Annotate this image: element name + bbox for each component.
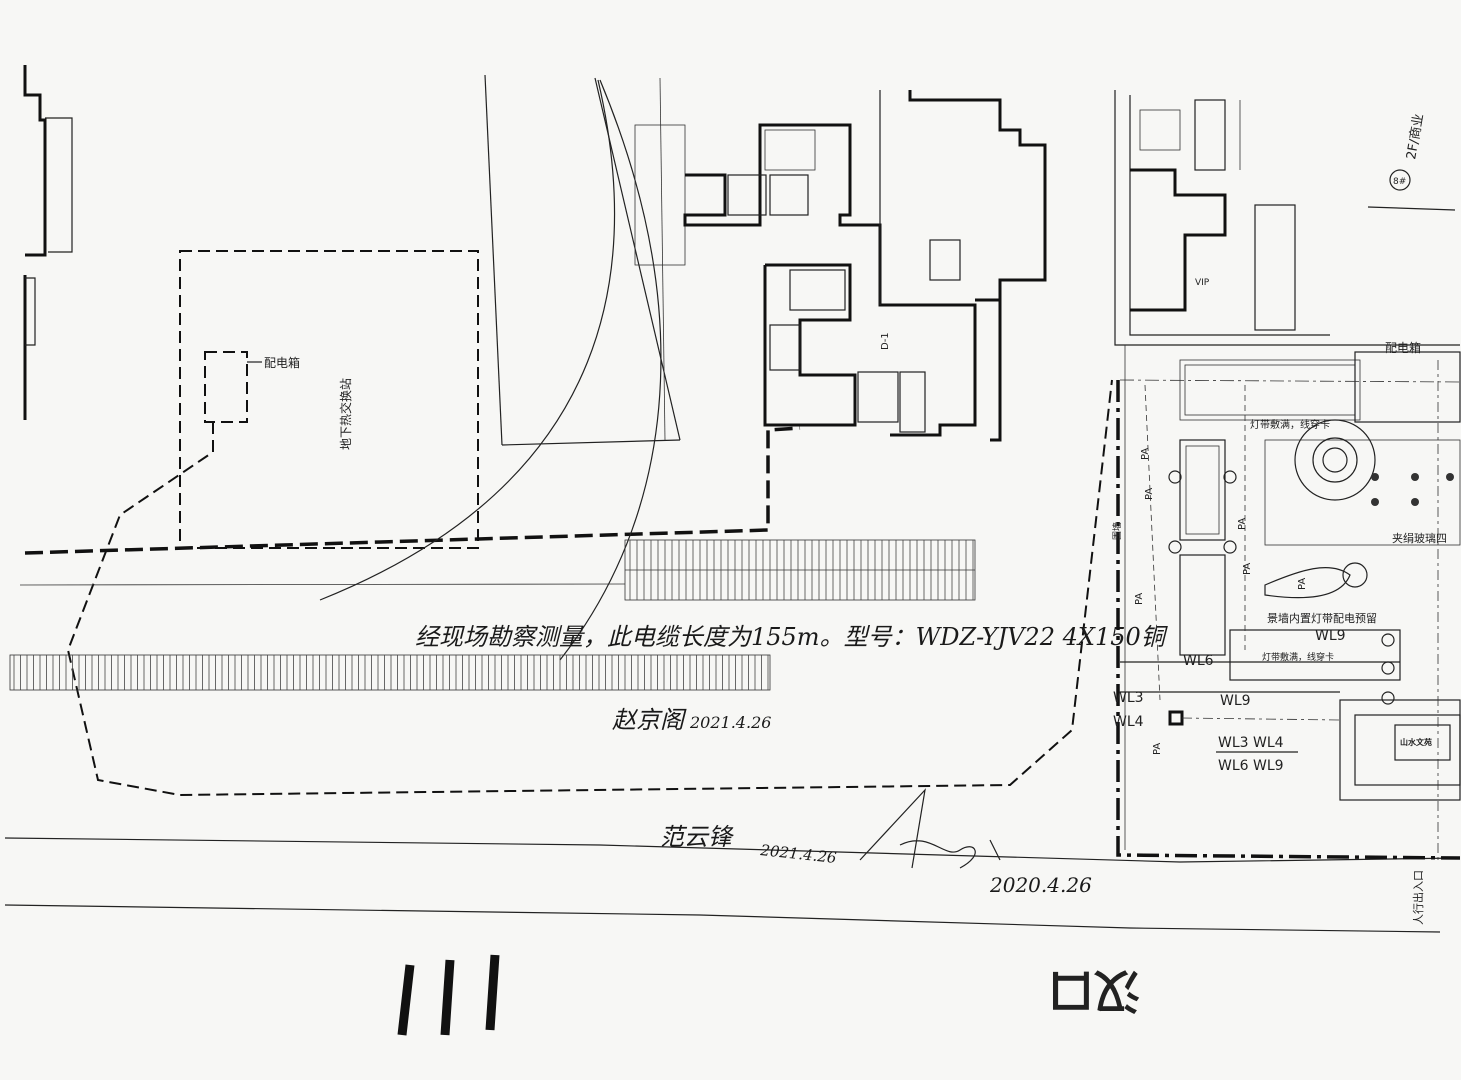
road-name-hankou: 汉口 [1048,964,1140,1018]
road-marks-111: 111 [0,0,500,1036]
wl9-top-label: WL9 [1315,628,1346,644]
heat-exchange-station: 配电箱 地下热交换站 [179,250,479,549]
building-8-commercial: VIP 8# 2F/商业 配电箱 [1114,90,1460,355]
signature-zhao: 赵京阁 [612,706,687,734]
building-d1: D-1 [634,90,1047,442]
pa-label: PA [1144,488,1155,500]
pa-label: PA [1237,518,1248,530]
vip-label: VIP [1195,278,1210,288]
svg-text:111: 111 [0,0,2,1]
boundary-line [24,426,801,555]
pa-label: PA [1242,563,1253,575]
wall-light-note: 景墙内置灯带配电预留 [1267,611,1377,625]
glass-note: 夹绢玻璃四 [1392,531,1447,545]
landscape-plaza: 灯带敷满，线穿卡 夹绢玻璃四 景墙内置灯带配电预留 灯带敷满，线穿卡 山水文苑 … [1111,345,1461,925]
fountain-note: 灯带敷满，线穿卡 [1262,651,1334,663]
heat-station-label: 地下热交换站 [338,378,353,450]
floor-use-label: 2F/商业 [1404,113,1427,161]
distribution-box-left [204,351,248,423]
wl-bundle-top: WL3 WL4 [1218,735,1284,751]
date-zhao: 2021.4.26 [689,713,771,732]
pa-label: PA [1297,578,1308,590]
wall-label: 围墙 [1111,522,1123,540]
cable-route [66,379,1113,797]
wl4-label: WL4 [1113,714,1144,730]
date-fan: 2021.4.26 [759,841,838,867]
building-d1-label: D-1 [880,332,891,350]
sign-label: 山水文苑 [1400,737,1432,747]
pa-label: PA [1134,593,1145,605]
pa-label: PA [1152,743,1163,755]
signature-scribble [859,788,1001,869]
building-number: 8# [1393,177,1406,187]
distribution-box-right-label: 配电箱 [1385,340,1421,355]
wl9-label: WL9 [1220,693,1251,709]
wl6-label: WL6 [1183,653,1214,669]
light-strip-note: 灯带敷满，线穿卡 [1250,418,1330,431]
pedestrian-entrance-label: 人行出入口 [1411,870,1425,925]
survey-note: 经现场勘察测量，此电缆长度为155m。型号：WDZ-YJV22 4X150铜 [415,623,1169,651]
road-curves [319,74,681,661]
wl-bundle-bottom: WL6 WL9 [1218,758,1284,774]
hatched-planting-strip-upper [624,539,976,601]
distribution-box-label: 配电箱 [264,355,300,370]
left-building-outline [23,65,73,420]
hatched-planting-strip-lower [9,654,771,691]
wl3-label: WL3 [1113,690,1144,706]
signature-fan: 范云锋 [660,823,734,851]
date-third: 2020.4.26 [989,873,1092,897]
pa-label: PA [1140,448,1151,460]
